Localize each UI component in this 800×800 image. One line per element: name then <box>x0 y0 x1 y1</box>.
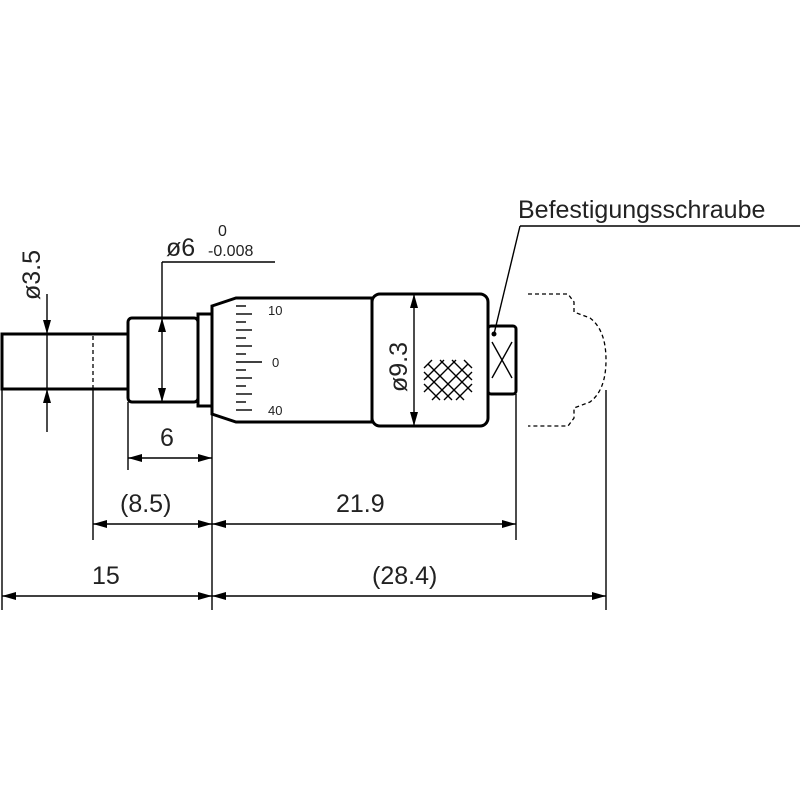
dim-spindle-length <box>2 592 212 600</box>
dim-sleeve-diameter <box>158 261 275 402</box>
ratchet-phantom <box>528 293 607 427</box>
sleeve-collar <box>196 312 214 408</box>
spindle-to-thimble-label: (8.5) <box>120 490 171 518</box>
thimble-length-label: 21.9 <box>336 490 385 518</box>
sleeve-tolerance-lower: -0.008 <box>208 243 253 260</box>
spindle <box>0 332 130 391</box>
callout-label: Befestigungsschraube <box>518 196 765 224</box>
extension-lines <box>1 389 607 610</box>
overall-length-label: (28.4) <box>372 562 437 590</box>
spindle-length-label: 15 <box>92 562 120 590</box>
thimble-knurling <box>423 359 473 401</box>
barrel <box>210 296 374 424</box>
sleeve-length-label: 6 <box>160 424 174 452</box>
sleeve-tolerance-upper: 0 <box>218 223 227 240</box>
dim-spindle-diameter <box>43 294 51 432</box>
spindle-diameter-label: ø3.5 <box>18 250 46 300</box>
dim-sleeve-length <box>128 454 212 462</box>
sleeve-diameter-label: ø6 <box>166 234 195 262</box>
scale-label-top: 10 <box>268 303 282 318</box>
fixing-screw-cross <box>491 341 513 379</box>
thimble-diameter-label: ø9.3 <box>385 342 413 392</box>
dim-spindle-to-thimble <box>93 520 212 528</box>
dim-overall-length <box>212 592 606 600</box>
scale-label-bottom: 40 <box>268 403 282 418</box>
dim-thimble-length <box>212 520 516 528</box>
callout-leader <box>491 225 800 337</box>
dim-thimble-diameter <box>410 294 418 426</box>
scale-label-middle: 0 <box>272 355 279 370</box>
thimble-scale-ticks <box>236 305 262 411</box>
